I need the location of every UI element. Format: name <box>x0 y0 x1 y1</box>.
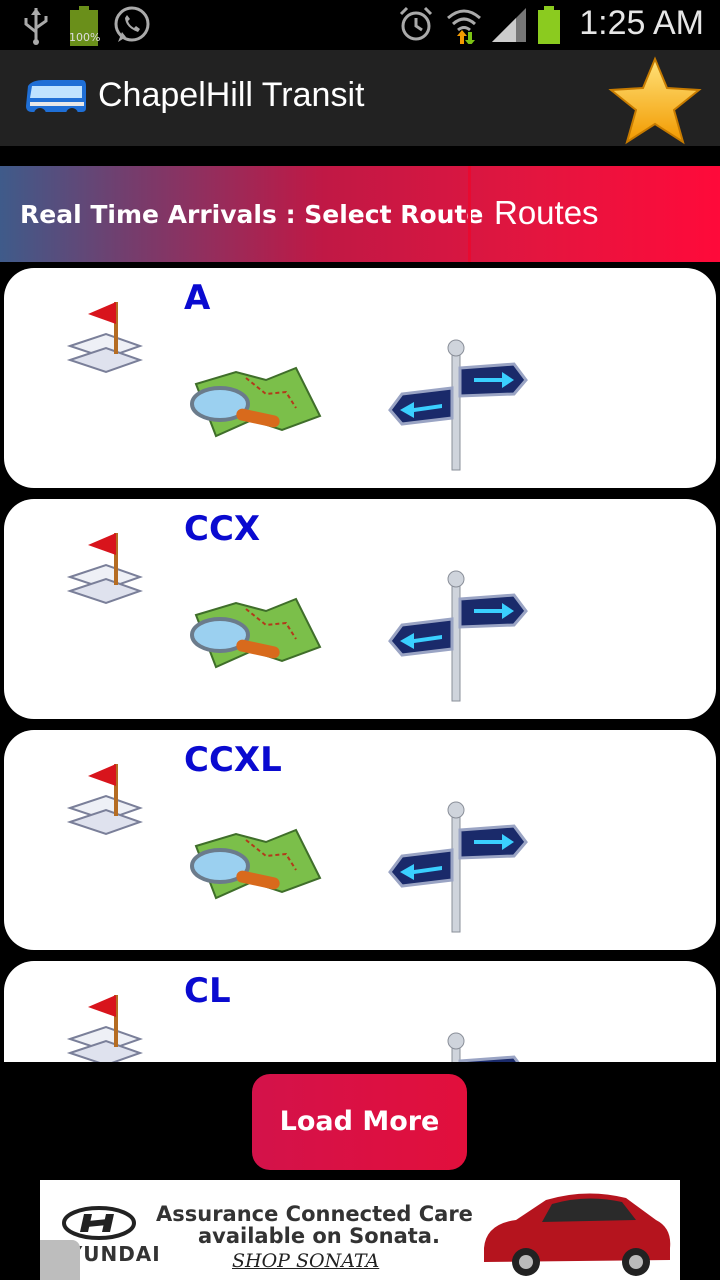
route-map-icon[interactable] <box>186 364 326 444</box>
route-card-ccx[interactable]: CCX <box>4 499 716 719</box>
route-card-ccxl[interactable]: CCXL <box>4 730 716 950</box>
ad-headline: Assurance Connected Care <box>156 1202 473 1226</box>
directions-sign-icon[interactable] <box>386 338 530 478</box>
usb-icon <box>24 8 48 45</box>
banner-divider <box>468 166 471 262</box>
real-time-arrivals-label: Real Time Arrivals : Select Route <box>20 200 484 229</box>
bus-icon <box>26 80 86 120</box>
route-map-icon[interactable] <box>186 595 326 675</box>
hyundai-logo <box>62 1206 136 1240</box>
favorite-star-icon[interactable] <box>608 56 702 146</box>
alarm-clock-icon <box>399 6 433 41</box>
status-time: 1:25 AM <box>579 4 704 42</box>
bus-stop-flag-icon[interactable] <box>66 989 146 1062</box>
route-name: CCXL <box>184 740 282 780</box>
load-more-button[interactable]: Load More <box>252 1074 467 1170</box>
cell-signal-icon <box>492 8 526 42</box>
bus-stop-flag-icon[interactable] <box>66 296 146 380</box>
ad-banner[interactable]: HYUNDAI Assurance Connected Care availab… <box>40 1180 680 1280</box>
car-image <box>484 1193 671 1276</box>
route-card-cl[interactable]: CL <box>4 961 716 1062</box>
status-bar: 100% 1:25 AM <box>0 0 720 50</box>
whatsapp-icon <box>114 6 150 42</box>
ad-info-icon[interactable] <box>40 1240 80 1280</box>
battery-full-icon <box>70 6 98 46</box>
directions-sign-icon[interactable] <box>386 1031 530 1062</box>
route-name: CL <box>184 971 231 1011</box>
app-title: ChapelHill Transit <box>98 76 365 114</box>
ad-cta-link[interactable]: SHOP SONATA <box>232 1250 380 1272</box>
wifi-icon <box>447 9 481 44</box>
directions-sign-icon[interactable] <box>386 569 530 709</box>
route-name: A <box>184 278 211 318</box>
route-list[interactable]: A CCX <box>0 262 720 1062</box>
route-card-a[interactable]: A <box>4 268 716 488</box>
route-map-icon[interactable] <box>186 826 326 906</box>
battery-charging-icon <box>538 6 560 44</box>
route-banner: Real Time Arrivals : Select Route Routes <box>0 166 720 262</box>
ad-subheadline: available on Sonata. <box>198 1224 440 1248</box>
tab-routes[interactable]: Routes <box>494 194 599 231</box>
bus-stop-flag-icon[interactable] <box>66 527 146 611</box>
directions-sign-icon[interactable] <box>386 800 530 940</box>
app-bar: ChapelHill Transit <box>0 50 720 146</box>
spacer <box>0 146 720 166</box>
route-name: CCX <box>184 509 261 549</box>
battery-percent-label: 100% <box>69 31 101 44</box>
bus-stop-flag-icon[interactable] <box>66 758 146 842</box>
